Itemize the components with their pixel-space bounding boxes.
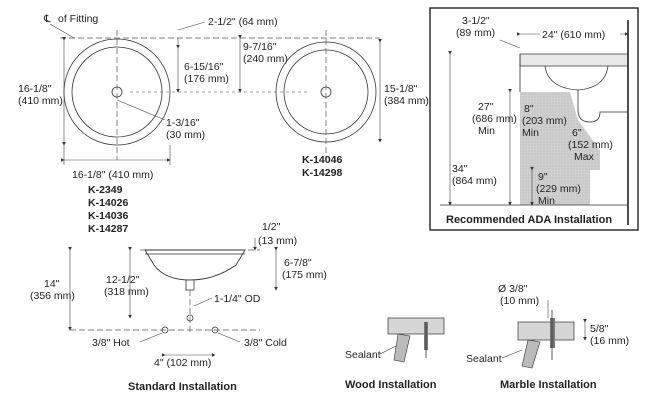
wood-panel: Sealant Wood Installation: [345, 317, 445, 391]
std-title: Standard Installation: [128, 381, 237, 393]
marble-bowl: [521, 339, 541, 369]
top-view: ℄ of Fitting 2-1/2" (64 mm) 6-15/16" (17…: [18, 13, 429, 235]
ada-top-leader: [499, 39, 521, 49]
right-height-2: (384 mm): [384, 95, 429, 107]
marble-clip: [550, 318, 555, 348]
ada-clearance-zone: [520, 92, 600, 205]
ada-top-in: 3-1/2": [462, 15, 490, 27]
std-od-leader: [193, 297, 213, 307]
ada-countertop: [519, 53, 629, 67]
offset-leader: [177, 21, 206, 31]
ada-toe-1: 6": [572, 127, 582, 139]
ada-panel: 3-1/2" (89 mm) 24" (610 mm) 27" (686 mm)…: [429, 7, 639, 231]
std-cold: [211, 326, 219, 334]
std-bowl-height-2: (318 mm): [104, 286, 149, 298]
wood-counter: [387, 317, 445, 335]
std-center: [186, 314, 194, 322]
marble-hole-2: (10 mm): [500, 295, 539, 307]
std-rim-1: 1/2": [262, 221, 281, 233]
marble-hole-1: Ø 3/8": [498, 283, 528, 295]
marble-panel: Ø 3/8" (10 mm) 5/8" (16 mm) Sealant Marb…: [466, 283, 629, 391]
ada-toeh-1: 9": [538, 171, 548, 183]
left-model-2: K-14026: [88, 197, 128, 209]
std-hot: [161, 326, 169, 334]
ada-depth-bg: [540, 28, 620, 40]
marble-title: Marble Installation: [500, 379, 597, 391]
ada-title: Recommended ADA Installation: [446, 214, 612, 226]
ada-knee-2: (686 mm): [472, 113, 517, 125]
std-bowl: [144, 249, 246, 281]
right-model-2: K-14298: [302, 167, 342, 179]
std-floor-1: 14": [44, 278, 60, 290]
marble-sealant-leader: [501, 349, 523, 359]
centerline-label: of Fitting: [58, 13, 98, 25]
std-od: 1-1/4" OD: [214, 293, 261, 305]
std-bowl-depth-1: 6-7/8": [284, 257, 312, 269]
left-model-1: K-2349: [88, 184, 123, 196]
ada-kd-2: (203 mm): [522, 115, 567, 127]
drain-offset-leader: [116, 99, 166, 121]
std-hot-label: 3/8" Hot: [92, 337, 130, 349]
wood-title: Wood Installation: [345, 379, 437, 391]
ada-depth: 24" (610 mm): [542, 29, 605, 41]
ada-knee-3: Min: [478, 125, 495, 137]
std-cold-label: 3/8" Cold: [244, 337, 287, 349]
left-model-4: K-14287: [88, 223, 128, 235]
marble-thick-2: (16 mm): [590, 335, 629, 347]
right-height-1: 15-1/8": [384, 83, 418, 95]
ada-kd-1: 8": [524, 103, 534, 115]
marble-sealant: Sealant: [466, 353, 502, 365]
wood-sealant-leader: [379, 345, 397, 355]
left-height-1: 16-1/8": [18, 83, 52, 95]
dim-b-2: (240 mm): [243, 53, 288, 65]
ada-toe-2: (152 mm): [568, 139, 613, 151]
ada-toeh-3: Min: [538, 195, 555, 207]
left-height-2: (410 mm): [18, 95, 63, 107]
centerline-symbol: ℄: [43, 13, 51, 25]
marble-counter: [517, 321, 575, 341]
ada-trap: [577, 90, 628, 123]
drain-offset-2: (30 mm): [166, 129, 205, 141]
standard-panel: 1/2" (13 mm) 6-7/8" (175 mm) 14" (356 mm…: [30, 221, 327, 393]
ada-top-mm: (89 mm): [456, 27, 495, 39]
ada-toe-3: Max: [574, 151, 595, 163]
centerline-leader: [49, 23, 75, 39]
offset-label: 2-1/2" (64 mm): [208, 16, 278, 28]
dim-b-1: 9-7/16": [243, 41, 277, 53]
ada-kd-3: Min: [522, 127, 539, 139]
drain-offset-1: 1-3/16": [166, 117, 200, 129]
std-drain: [185, 279, 195, 291]
left-width-label: 16-1/8" (410 mm): [72, 169, 153, 181]
std-bowl-depth-2: (175 mm): [282, 269, 327, 281]
wood-sealant: Sealant: [345, 349, 381, 361]
ada-knee-1: 27": [478, 101, 494, 113]
dim-a-1: 6-15/16": [184, 61, 224, 73]
left-model-3: K-14036: [88, 210, 128, 222]
std-hot-leader: [139, 332, 163, 343]
ada-total-2: (864 mm): [452, 175, 497, 187]
ada-toeh-2: (229 mm): [536, 183, 581, 195]
std-bowl-height-1: 12-1/2": [106, 274, 140, 286]
std-cold-leader: [217, 332, 241, 343]
right-model-1: K-14046: [302, 154, 342, 166]
wood-bowl: [393, 333, 411, 363]
std-spacing: 4" (102 mm): [154, 357, 211, 369]
dim-a-2: (176 mm): [184, 73, 229, 85]
ada-total-1: 34": [452, 163, 468, 175]
std-rim-2: (13 mm): [258, 235, 297, 247]
marble-thick-1: 5/8": [590, 323, 609, 335]
std-floor-2: (356 mm): [30, 290, 75, 302]
